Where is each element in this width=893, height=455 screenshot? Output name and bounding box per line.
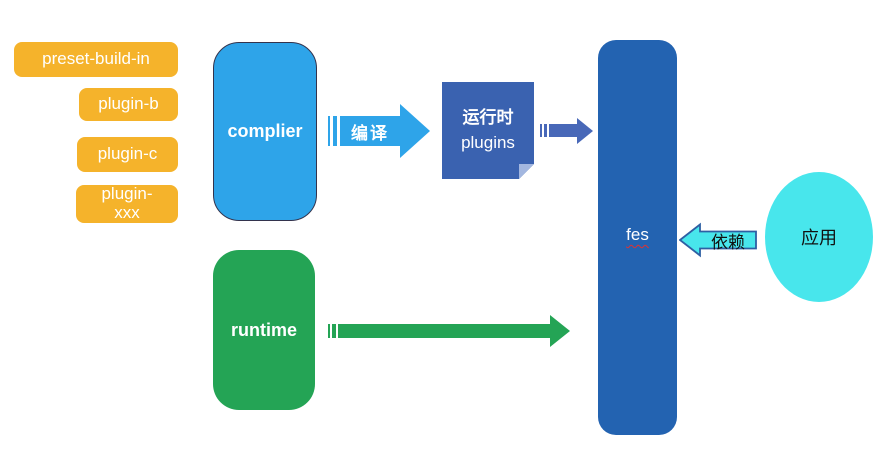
depend-arrow: 依赖 [679, 222, 757, 258]
node-complier: complier [213, 42, 317, 221]
node-plugin-b: plugin-b [79, 88, 178, 121]
compile-arrow-shaft: 编译 [340, 116, 400, 146]
arrow-head-icon [577, 117, 593, 144]
arrow-stripe-icon [540, 124, 542, 137]
compile-arrow: 编译 [328, 104, 430, 158]
runtime-plugins-label-en: plugins [461, 132, 515, 152]
complier-label: complier [227, 121, 303, 141]
runtime-label: runtime [230, 319, 297, 340]
plugins-to-fes-arrow [540, 117, 593, 144]
arrow-stripe-icon [333, 116, 337, 146]
compile-arrow-label: 编译 [351, 123, 389, 143]
left-arrow-icon [679, 222, 757, 258]
arrow-stripe-icon [328, 116, 330, 146]
depend-arrow-label: 依赖 [711, 232, 745, 252]
arrow-stripe-icon [328, 323, 330, 338]
arrow-head-icon [400, 104, 430, 158]
runtime-to-fes-arrow [328, 314, 570, 347]
app-label: 应用 [801, 228, 837, 248]
runtime-plugins-label-zh: 运行时 [462, 107, 514, 127]
node-runtime: runtime [213, 250, 315, 410]
node-plugin-c: plugin-c [77, 137, 178, 172]
node-plugin-xxx: plugin-xxx [76, 184, 178, 223]
arrow-head-icon [550, 314, 570, 347]
arrow-stripe-icon [544, 124, 547, 137]
runtime-to-fes-arrow-shaft [338, 323, 550, 338]
plugins-to-fes-arrow-shaft [549, 124, 577, 137]
arrow-stripe-icon [332, 323, 336, 338]
note-folded-corner-icon [519, 164, 534, 179]
node-app: 应用 [765, 172, 873, 302]
node-preset-build-in: preset-build-in [14, 42, 178, 77]
fes-label: fes [626, 225, 649, 244]
node-runtime-plugins: 运行时 plugins [442, 82, 534, 179]
node-fes: fes [598, 40, 677, 435]
